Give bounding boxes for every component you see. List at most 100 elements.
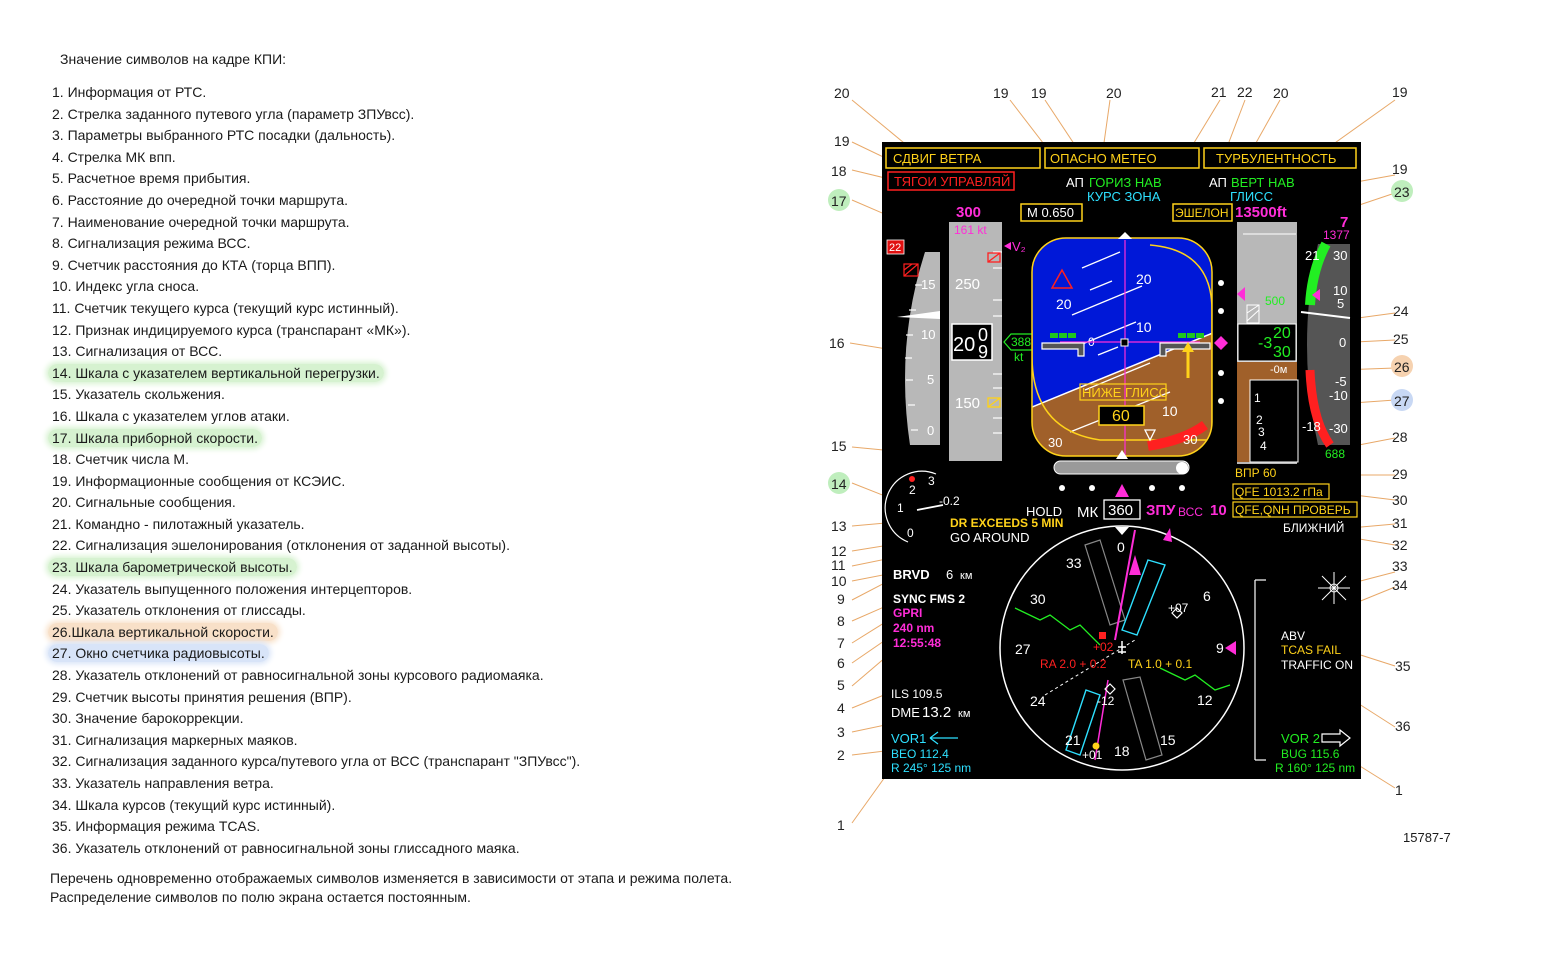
aoa-flag-label: 22 (889, 242, 901, 254)
callout-number: 31 (1392, 515, 1408, 531)
callout-number: 8 (837, 613, 845, 629)
traffic-label: +02 (1093, 640, 1114, 654)
vor1-radial: R 245° 125 nm (891, 761, 971, 775)
callout-number: 17 (831, 193, 847, 209)
callout-highlight-orange (1391, 355, 1413, 377)
compass-label: 0 (1117, 539, 1125, 555)
callout-number: 20 (834, 85, 850, 101)
speed-tape: 300 161 kt 250 150 V₂ 20 0 9 388 kt (949, 204, 1035, 461)
compass-label: 24 (1030, 693, 1046, 709)
bank-scale-label: 30 (1183, 432, 1197, 447)
zpu-bug-icon (1163, 528, 1172, 542)
legend-item: 18. Счетчик числа М. (52, 451, 189, 468)
vor1-label: VOR1 (891, 731, 926, 746)
legend-item: 28. Указатель отклонений от равносигналь… (52, 667, 544, 684)
slip-ball (1176, 462, 1188, 474)
g-tick-label: 0 (907, 526, 914, 540)
heading-index-icon (1225, 641, 1236, 655)
callout-highlight-green (828, 472, 850, 494)
speed-tick-label: 150 (955, 395, 980, 412)
aoa-tick-label: 0 (927, 423, 934, 438)
legend-item: 5. Расчетное время прибытия. (52, 170, 251, 187)
legend-item: 7. Наименование очередной точки маршрута… (52, 213, 350, 230)
callout-number: 19 (1392, 84, 1408, 100)
vsi-top-label: 7 (1340, 214, 1348, 231)
callout-number: 15 (831, 438, 847, 454)
zpu-source: ВСС (1178, 505, 1203, 519)
legend-item: 34. Шкала курсов (текущий курс истинный)… (52, 796, 336, 813)
brvd-label: BRVD (893, 567, 930, 582)
glide-scale-label: 1 (1254, 391, 1261, 405)
legend-item: 10. Индекс угла сноса. (52, 278, 200, 295)
v2-label: V₂ (1012, 239, 1026, 254)
altitude-readout: 30 (1273, 344, 1291, 361)
hold-label: HOLD (1026, 504, 1062, 519)
legend-item: 4. Стрелка МК впп. (52, 148, 176, 165)
localizer-diamond-icon (1115, 484, 1129, 497)
legend-item: 24. Указатель выпущенного положения инте… (52, 580, 413, 597)
callout-number: 19 (993, 85, 1009, 101)
dr-warning: DR EXCEEDS 5 MIN (950, 516, 1063, 530)
aircraft-symbol-right (1159, 342, 1211, 357)
course-arrow-head-icon (1129, 555, 1141, 575)
zpu-label: ЗПУ (1146, 502, 1176, 519)
compass-label: 30 (1030, 591, 1046, 607)
legend-item: 13. Сигнализация от ВСС. (52, 343, 223, 360)
legend-item-highlighted: 23. Шкала барометрической высоты. (48, 557, 584, 579)
sync-mode: SYNC FMS 2 (893, 592, 965, 606)
ils-frequency: ILS 109.5 (891, 687, 943, 701)
tcas-traffic: TRAFFIC ON (1281, 658, 1353, 672)
callout-number: 3 (837, 724, 845, 740)
vsi-tick-label: -18 (1302, 419, 1321, 434)
legend-item: 1. Информация от РТС. (52, 84, 207, 100)
mode-annunciators: АП ГОРИЗ НАВ КУРС ЗОНА АП ВЕРТ НАВ ГЛИСС… (1020, 175, 1295, 222)
vsi-tick-label: 5 (1337, 296, 1344, 311)
callout-number: 20 (1273, 85, 1289, 101)
compass-label: 12 (1197, 692, 1213, 708)
vsi-tick-label: 0 (1339, 335, 1346, 350)
callout-number: 26 (1394, 359, 1410, 375)
slip-indicator (1053, 460, 1190, 475)
level-deviation-alert: ЭШЕЛОН (1175, 206, 1229, 220)
waypoint-name: GPRI (893, 606, 922, 620)
callout-highlight-green (828, 189, 850, 211)
g-tick-label: -0.2 (939, 494, 960, 508)
vsi-tick-label: -30 (1329, 421, 1348, 436)
callout-number: 4 (837, 700, 845, 716)
callout-number: 1 (837, 817, 845, 833)
glideslope-diamond-icon (1214, 336, 1228, 350)
legend-item: 2. Стрелка заданного путевого угла (пара… (52, 105, 415, 122)
heading-readout: 360 (1108, 502, 1133, 519)
g-pointer (916, 504, 944, 511)
ta-readout: TA 1.0 + 0.1 (1128, 657, 1192, 671)
callout-number: 28 (1392, 429, 1408, 445)
callout-number: 9 (837, 591, 845, 607)
lubber-line-icon (1115, 527, 1129, 535)
aoa-tick-label: 15 (921, 277, 935, 292)
alert-boxes: СДВИГ ВЕТРА ОПАСНО МЕТЕО ТУРБУЛЕНТНОСТЬ … (885, 147, 1357, 222)
slip-pointer-icon (1116, 450, 1128, 459)
vsi-tick-label: 21 (1305, 248, 1319, 263)
bank-warning-arc (1147, 420, 1208, 451)
compass-label: 27 (1015, 641, 1031, 657)
dme-label: DME (891, 705, 920, 720)
legend-item: 21. Командно - пилотажный указатель. (52, 515, 305, 532)
callout-number: 14 (831, 476, 847, 492)
legend-item: 25. Указатель отклонения от глиссады. (52, 602, 306, 619)
callout-number: 33 (1392, 558, 1408, 574)
tcas-fail: TCAS FAIL (1281, 643, 1341, 657)
callout-number: 6 (837, 655, 845, 671)
altitude-readout: 20 (1273, 325, 1291, 342)
callout-number: 12 (831, 543, 847, 559)
vsi-pointer (1300, 311, 1351, 319)
callout-number: 16 (829, 335, 845, 351)
course-zone-mode: КУРС ЗОНА (1087, 189, 1161, 204)
callout-number: 19 (1392, 161, 1408, 177)
callout-number: 23 (1394, 184, 1410, 200)
warning-triangle-icon (1050, 268, 1074, 289)
brvd-unit: км (960, 570, 972, 582)
callout-number: 21 (1211, 84, 1227, 100)
altitude-tape: 13500ft 500 20 -3 30 -0м 1 2 3 4 (1235, 204, 1299, 464)
glide-scale-label: 4 (1260, 439, 1267, 453)
